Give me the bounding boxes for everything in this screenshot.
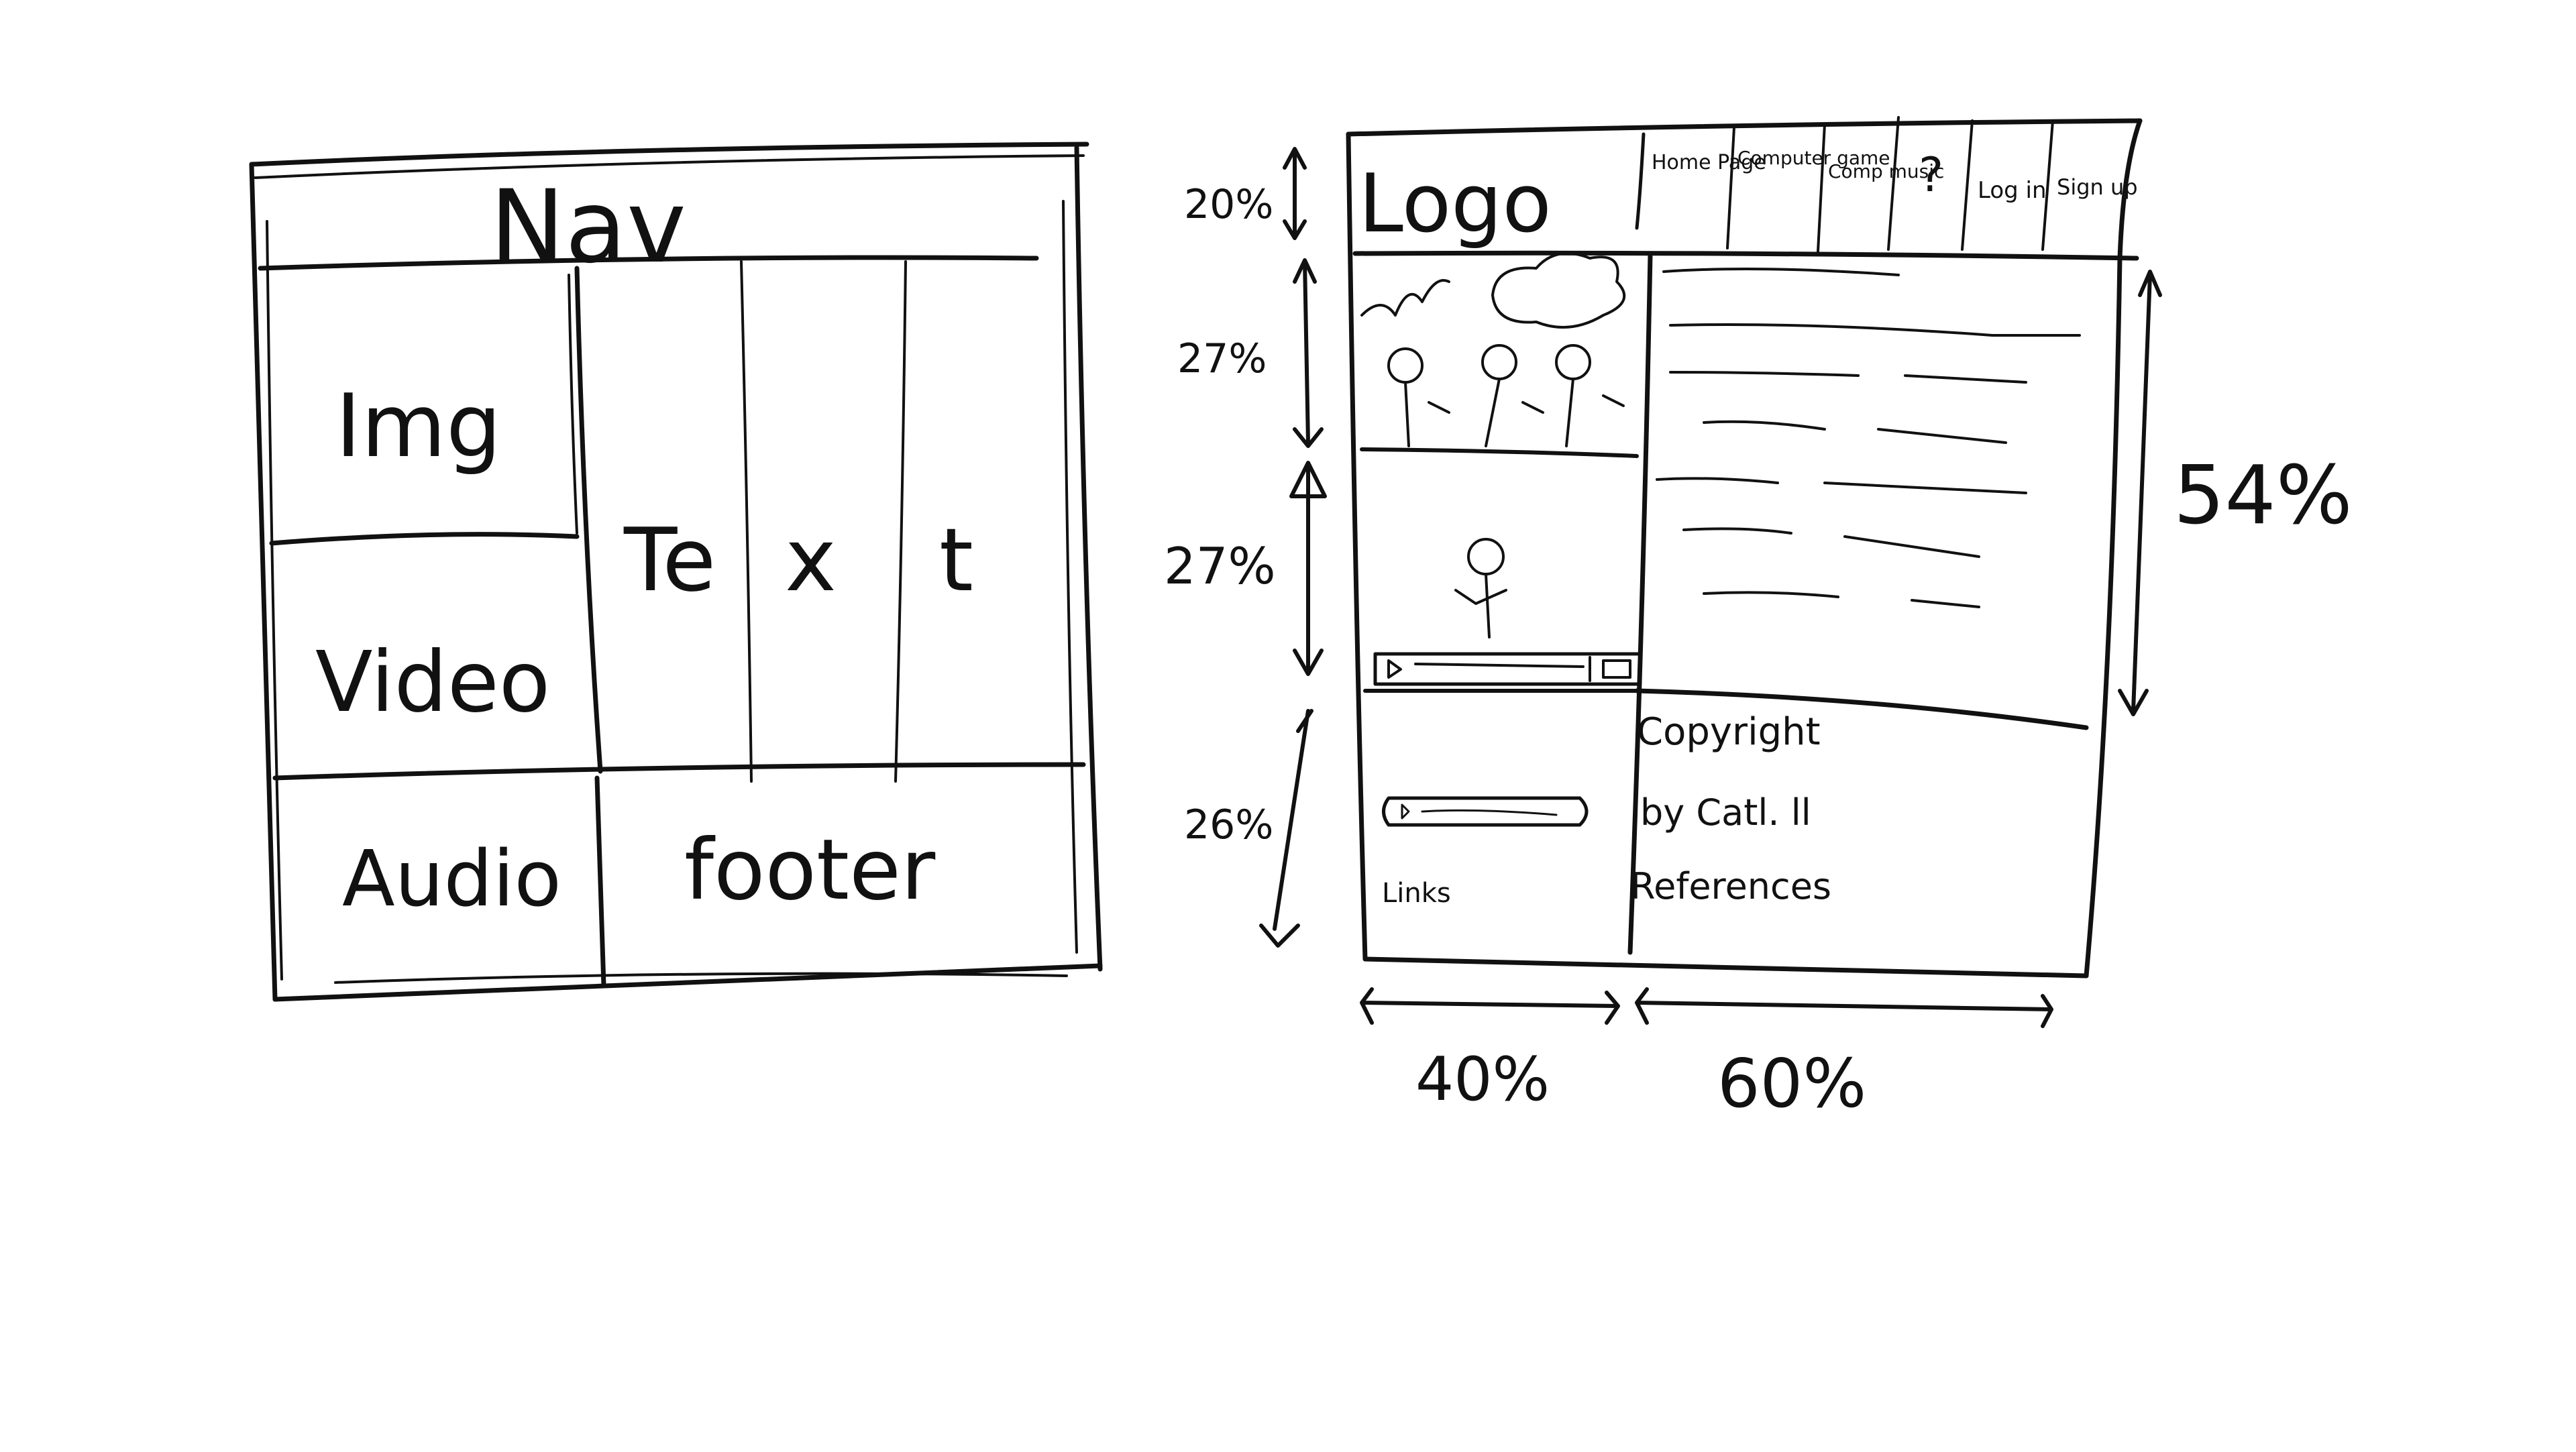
tree-trunk-1 (1404, 381, 1410, 447)
right-frame-bottom (1362, 956, 2089, 979)
width-label-40: 40% (1415, 1044, 1550, 1115)
left-wireframe: Nav Img Te x t Video Audio footer (249, 142, 1103, 1002)
video-controls (1373, 652, 1642, 686)
left-frame-bottom-2 (334, 972, 1068, 984)
person-icon (1467, 538, 1505, 575)
audio-play-icon (1401, 803, 1410, 820)
text-label-1: Te (623, 509, 716, 611)
video-scrubber (1414, 663, 1585, 668)
links-label: Links (1382, 878, 1451, 909)
left-frame-bottom (272, 963, 1103, 1002)
left-column-divider (574, 266, 603, 774)
play-icon (1387, 659, 1402, 679)
right-frame-left (1346, 131, 1368, 962)
width-arrow-60 (1635, 987, 2053, 1028)
right-frame-right-top (2117, 118, 2143, 261)
width-arrow-40 (1360, 987, 1620, 1025)
video-label: Video (315, 634, 550, 731)
height-label-27a: 27% (1177, 335, 1267, 382)
image-video-divider (1360, 447, 1639, 458)
cloud-icon (1491, 252, 1626, 329)
right-frame-right (2084, 256, 2123, 979)
height-arrow-27b (1289, 461, 1327, 676)
nav-sep-4 (1961, 119, 1974, 251)
left-column-divider-2 (568, 274, 578, 535)
right-frame-top (1346, 118, 2143, 137)
height-arrow-27a (1293, 258, 1324, 448)
left-frame-right-2 (1062, 200, 1078, 954)
nav-sep-3 (1887, 116, 1900, 251)
grass-strokes (1428, 394, 1625, 414)
by-line-label: by Catl. ll (1640, 791, 1811, 834)
footer-divider (272, 762, 1086, 781)
height-label-26: 26% (1184, 801, 1273, 848)
left-frame-left-2 (266, 220, 283, 981)
nav-item-help: ? (1919, 148, 1943, 203)
nav-sep-2 (1817, 123, 1826, 253)
text-footer-divider (1634, 688, 2089, 730)
nav-divider (258, 255, 1039, 271)
logo-label: Logo (1358, 158, 1552, 251)
measurements: 20% 27% 27% 26% 54% 40% 60% (1164, 147, 2353, 1123)
main-column-divider (1627, 252, 1653, 955)
text-label-2: x (785, 509, 837, 611)
person-body (1454, 573, 1507, 638)
img-divider (269, 532, 580, 546)
audio-player (1382, 796, 1589, 827)
audio-footer-divider (594, 775, 606, 989)
copyright-label: Copyright (1637, 710, 1821, 754)
nav-sep-1 (1726, 126, 1735, 249)
nav-item-comp-music: Comp music (1828, 160, 1944, 182)
nav-item-log-in: Log in (1978, 177, 2047, 204)
left-frame-top (249, 142, 1089, 167)
height-label-20: 20% (1184, 181, 1273, 228)
tree-icon-1 (1387, 347, 1424, 384)
img-label: Img (335, 375, 502, 477)
nav-item-home-page: Home Page (1652, 151, 1766, 174)
text-label-3: t (939, 509, 973, 611)
tree-trunk-2 (1485, 378, 1501, 447)
text-divider-2 (894, 260, 907, 783)
width-label-60: 60% (1717, 1044, 1866, 1123)
nav-sep-5 (2041, 119, 2054, 251)
tree-icon-3 (1555, 344, 1591, 380)
height-arrow-26 (1259, 709, 1313, 948)
fullscreen-icon (1589, 656, 1631, 682)
height-arrow-54 (2118, 270, 2162, 716)
audio-label: Audio (342, 834, 561, 924)
text-scribbles (1656, 268, 2081, 608)
height-label-54: 54% (2174, 449, 2353, 543)
tree-trunk-3 (1565, 378, 1574, 447)
height-label-27b: 27% (1164, 537, 1276, 596)
nav-item-sign-up: Sign up (2057, 174, 2138, 200)
left-frame-top-2 (254, 154, 1085, 179)
right-wireframe: Logo Home Page Computer game Comp music … (1346, 116, 2143, 979)
nav-label: Nav (490, 169, 686, 286)
header-divider (1352, 250, 2139, 261)
left-frame-right (1074, 145, 1103, 972)
audio-waveform (1421, 809, 1558, 816)
left-frame-left (249, 162, 278, 1002)
logo-nav-divider (1635, 132, 1646, 230)
footer-label: footer (684, 822, 936, 919)
tree-icon-2 (1481, 344, 1517, 380)
text-divider-1 (740, 260, 753, 783)
references-label: References (1630, 865, 1831, 907)
nav-item-computer-game: Computer game (1737, 147, 1890, 169)
height-arrow-20 (1283, 147, 1307, 240)
mountain-sketch (1360, 279, 1450, 317)
